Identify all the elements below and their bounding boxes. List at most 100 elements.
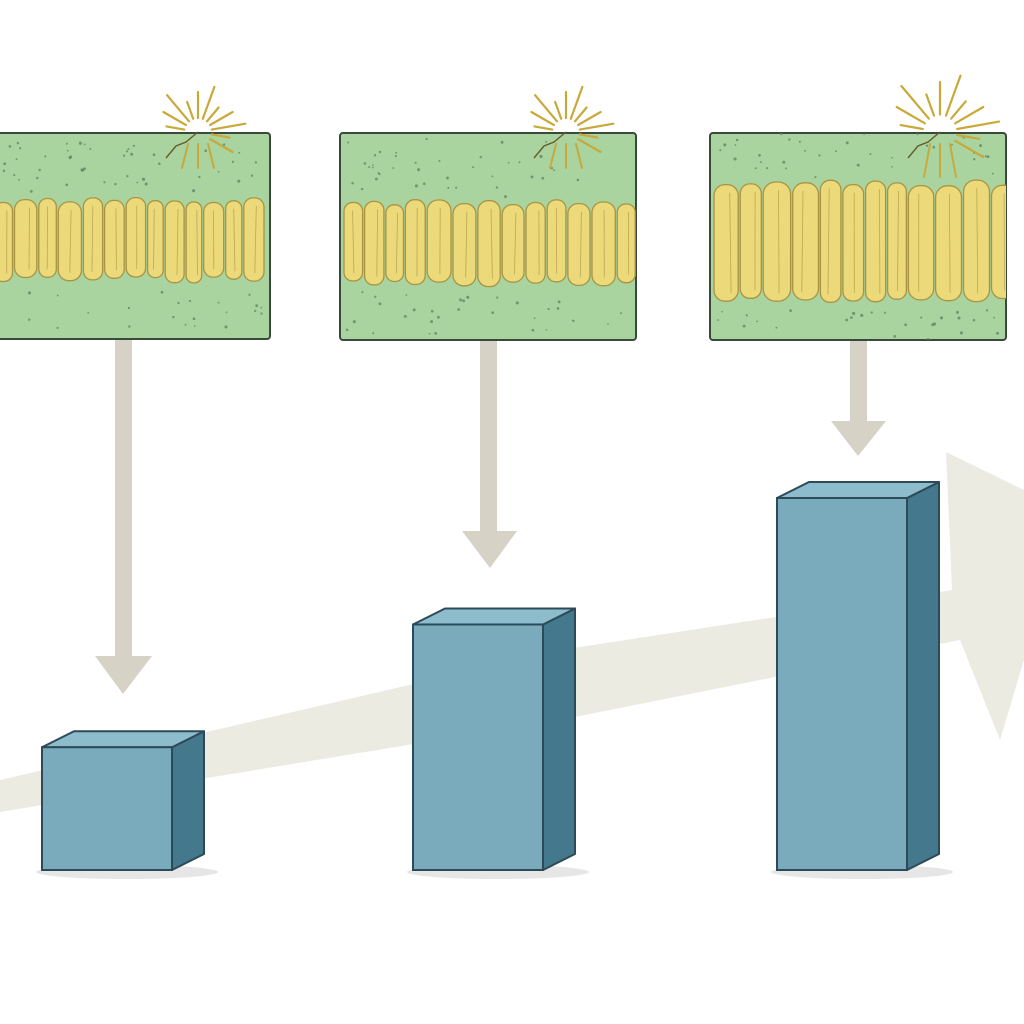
speckle [931, 323, 935, 327]
speckle [130, 152, 134, 156]
speckle [496, 296, 499, 299]
speckle [979, 144, 983, 148]
speckle [248, 293, 251, 296]
panel-content [0, 141, 265, 330]
speckle [533, 317, 536, 320]
speckle [27, 318, 31, 321]
speckle [553, 169, 556, 172]
speckle [254, 309, 257, 313]
speckle [127, 148, 130, 151]
speckle [550, 166, 554, 170]
spark-ray [210, 133, 231, 139]
speckle [29, 189, 33, 193]
speckle [719, 149, 722, 152]
speckle [128, 325, 131, 328]
speckle [972, 158, 976, 161]
crystal-column [185, 201, 203, 284]
spark-ray [209, 110, 234, 127]
speckle [457, 308, 460, 311]
spark-icon [162, 85, 247, 169]
speckle [856, 163, 860, 167]
spark-ray [165, 125, 186, 131]
speckle [766, 167, 769, 170]
speckle [152, 153, 156, 157]
speckle [547, 308, 550, 311]
spark-ray [954, 105, 985, 125]
speckle [405, 294, 408, 296]
speckle [15, 158, 18, 161]
speckle [18, 178, 21, 181]
crystal-column [819, 179, 842, 303]
speckle [144, 182, 148, 186]
speckle [87, 311, 90, 314]
speckle [557, 300, 561, 304]
speckle [515, 301, 519, 305]
spark-ray [956, 120, 1001, 131]
spark-ray [956, 133, 981, 140]
spark-ray [186, 100, 195, 120]
speckle [351, 181, 354, 185]
speckle [255, 304, 259, 308]
crystal-grain [352, 210, 355, 274]
speckle [925, 144, 929, 147]
spark-ray [533, 94, 559, 123]
speckle [65, 183, 69, 187]
speckle [430, 309, 434, 313]
speckle [818, 154, 821, 157]
speckle [759, 161, 762, 164]
spark-ray [899, 123, 924, 131]
crystal-grain [91, 205, 94, 272]
speckle [38, 168, 41, 172]
spark-ray [576, 110, 602, 127]
speckle [742, 324, 746, 328]
spark-ray [578, 122, 615, 131]
speckle [250, 174, 254, 177]
speckle [891, 165, 893, 168]
spark-ray [954, 139, 985, 159]
crystal-grain [176, 208, 179, 275]
speckle [845, 141, 849, 145]
speckle [733, 157, 737, 161]
crystal-column [13, 198, 38, 279]
speckle [735, 138, 739, 142]
speckle [541, 176, 545, 180]
speckle [884, 311, 887, 314]
speckle [972, 318, 976, 322]
speckle [926, 338, 930, 340]
crystal-grain [376, 209, 378, 277]
speckle [531, 328, 535, 332]
crystal-column [477, 200, 501, 288]
speckle [3, 162, 6, 166]
speckle [491, 311, 495, 315]
speckle [850, 128, 852, 130]
crystal-grain [28, 207, 30, 270]
speckle [459, 298, 463, 302]
speckle [360, 187, 364, 191]
crystal-panel-1 [0, 132, 271, 340]
spark-ray [950, 100, 967, 120]
crystal-column [125, 196, 147, 278]
spark-ray [162, 110, 187, 127]
crystal-grain [115, 208, 117, 271]
speckle [944, 348, 946, 350]
block-front [41, 746, 173, 871]
speckle [374, 177, 378, 181]
speckle [572, 320, 575, 322]
speckle [361, 291, 364, 294]
connector-arrows [95, 340, 886, 694]
speckle [19, 147, 22, 150]
crystal-column [243, 197, 265, 282]
crystal-column [57, 201, 83, 282]
speckle [122, 154, 126, 157]
speckle [160, 290, 164, 294]
speckle [956, 310, 959, 314]
speckle [184, 323, 187, 326]
speckle [378, 150, 382, 154]
speckle [993, 316, 995, 319]
speckle [177, 301, 180, 305]
speckle [932, 145, 936, 149]
speckle [158, 162, 161, 165]
speckle [959, 331, 963, 335]
speckle [260, 306, 263, 309]
